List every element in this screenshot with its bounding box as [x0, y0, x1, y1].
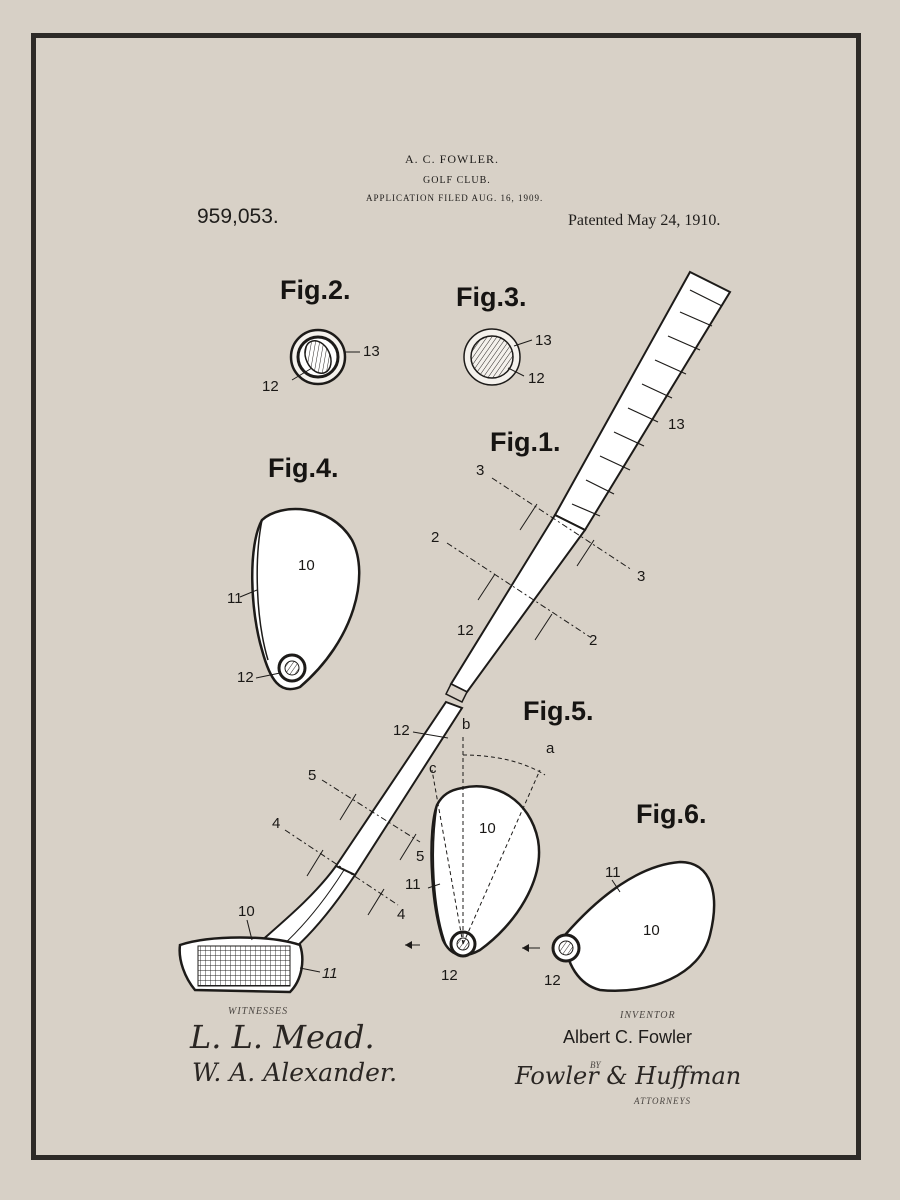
- ref-2-left: 2: [431, 529, 440, 546]
- ref-a: a: [546, 740, 555, 757]
- fig4-label: Fig.4.: [268, 453, 339, 483]
- fig3-label: Fig.3.: [456, 282, 527, 312]
- ref-13-grip: 13: [668, 416, 685, 433]
- by-label: BY: [590, 1060, 601, 1070]
- ref-11-fig1: 11: [322, 965, 338, 982]
- ref-12-fig3: 12: [528, 370, 545, 387]
- ref-11-fig4: 11: [227, 590, 243, 607]
- ref-b: b: [462, 716, 471, 733]
- patented-date: Patented May 24, 1910.: [568, 212, 721, 229]
- patent-frame: [31, 33, 861, 1160]
- fig2-ring: [289, 328, 360, 386]
- ref-11-fig5: 11: [405, 876, 421, 893]
- ref-10-fig6: 10: [643, 922, 660, 939]
- ref-2-right: 2: [589, 632, 598, 649]
- ref-12-fig6: 12: [544, 972, 561, 989]
- header-application: APPLICATION FILED AUG. 16, 1909.: [366, 193, 544, 203]
- fig1-club: [178, 270, 732, 994]
- section-arrows: [306, 503, 595, 916]
- witness-signature-2: W. A. Alexander.: [192, 1058, 398, 1087]
- fig4-head: [239, 507, 361, 691]
- fig3-ring: [463, 328, 533, 386]
- ref-12-fig2: 12: [262, 378, 279, 395]
- ref-12-lower: 12: [393, 722, 410, 739]
- ref-10-fig1: 10: [238, 903, 255, 920]
- ref-5-right: 5: [416, 848, 425, 865]
- patent-number: 959,053.: [197, 205, 279, 228]
- ref-3-right: 3: [637, 568, 646, 585]
- section-lines: [284, 477, 633, 906]
- inventor-name: Albert C. Fowler: [563, 1027, 693, 1047]
- ref-13-fig2: 13: [363, 343, 380, 360]
- ref-11-fig6: 11: [605, 864, 621, 881]
- witness-signature-1: L. L. Mead.: [190, 1018, 375, 1056]
- header-inventor: A. C. FOWLER.: [405, 152, 499, 166]
- inventor-label: INVENTOR: [620, 1010, 676, 1021]
- ref-10-fig5: 10: [479, 820, 496, 837]
- fig5-head: [405, 735, 546, 958]
- fig1-label: Fig.1.: [490, 427, 561, 457]
- ref-12-fig4: 12: [237, 669, 254, 686]
- ref-12-fig5: 12: [441, 967, 458, 984]
- ref-10-fig4: 10: [298, 557, 315, 574]
- attorneys-label: ATTORNEYS: [634, 1096, 692, 1106]
- witnesses-label: WITNESSES: [228, 1006, 289, 1017]
- fig2-label: Fig.2.: [280, 275, 351, 305]
- ref-c: c: [429, 760, 437, 777]
- ref-4-right: 4: [397, 906, 406, 923]
- ref-12-shaft: 12: [457, 622, 474, 639]
- header-title: GOLF CLUB.: [423, 175, 491, 186]
- fig6-head: [522, 860, 716, 992]
- ref-5-left: 5: [308, 767, 317, 784]
- fig6-label: Fig.6.: [636, 799, 707, 829]
- ref-3-left: 3: [476, 462, 485, 479]
- fig5-label: Fig.5.: [523, 696, 594, 726]
- attorneys-signature: Fowler & Huffman: [515, 1062, 742, 1090]
- ref-13-fig3: 13: [535, 332, 552, 349]
- ref-4-left: 4: [272, 815, 281, 832]
